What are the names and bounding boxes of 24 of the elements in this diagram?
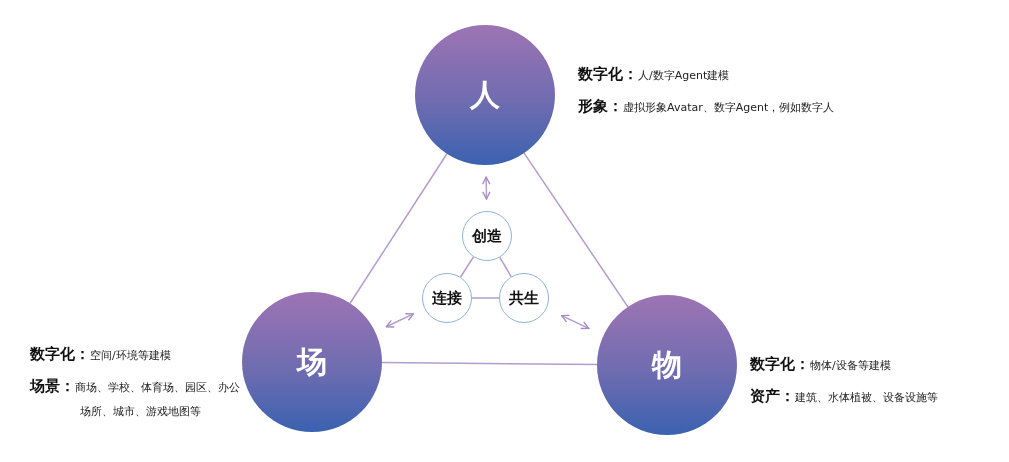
- description-text: 数字化：物体/设备等建模: [750, 354, 892, 375]
- circle-label: 物: [652, 345, 682, 384]
- description-text: 场景：商场、学校、体育场、园区、办公场所、城市、游戏地图等: [30, 376, 241, 420]
- outline-circle: [499, 273, 549, 323]
- circle-label: 场: [297, 342, 327, 381]
- description-text: 资产：建筑、水体植被、设备设施等: [750, 386, 939, 407]
- double-arrow: [560, 314, 590, 330]
- double-arrow: [385, 313, 415, 328]
- circle-label: 人: [470, 75, 500, 114]
- circle-label: 创造: [472, 226, 502, 246]
- connector-line: [349, 153, 448, 304]
- connector-line: [499, 256, 512, 278]
- circle-label: 共生: [509, 288, 539, 308]
- connector-line: [471, 297, 500, 299]
- circle-label: 连接: [432, 288, 462, 308]
- connector-line: [381, 361, 598, 366]
- connector-line: [459, 256, 475, 278]
- description-text: 形象：虚拟形象Avatar、数字Agent，例如数字人: [578, 96, 836, 117]
- outline-circle: [422, 273, 472, 323]
- description-text: 数字化：人/数字Agent建模: [578, 64, 731, 85]
- description-text: 数字化：空间/环境等建模: [30, 344, 172, 365]
- connector-line: [523, 152, 629, 308]
- outline-circle: [462, 211, 512, 261]
- double-arrow: [482, 176, 491, 200]
